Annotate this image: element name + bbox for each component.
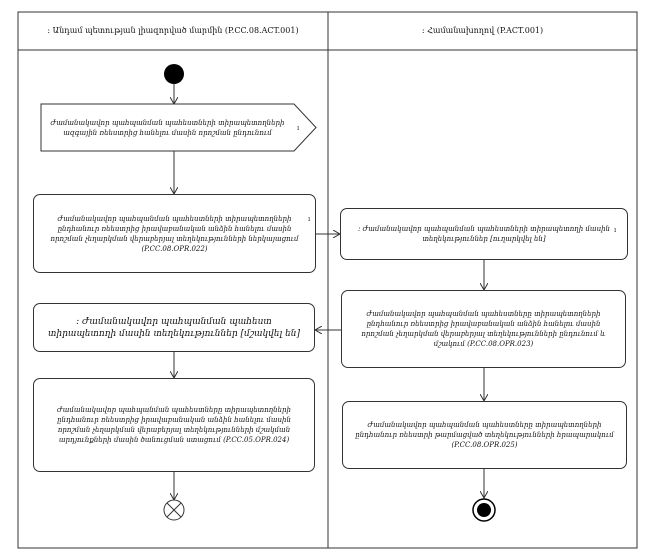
send-info-action: Ժամանակավոր պահպանման պահեստների տիրապետ… bbox=[33, 194, 316, 273]
activity-final-node bbox=[472, 498, 496, 522]
receive-info-tick: ı bbox=[614, 226, 617, 234]
received-back-action: : Ժամանակավոր պահպանման պահեստ տիրապետող… bbox=[33, 303, 315, 352]
flow-final-node bbox=[163, 499, 185, 521]
process-text: Ժամանակավոր պահպանման պահեստները տիրապետ… bbox=[361, 310, 606, 348]
publish-text: Ժամանակավոր պահպանման պահեստները տիրապետ… bbox=[355, 421, 614, 449]
receive-info-action: : Ժամանակավոր պահպանման պահեստների տիրապ… bbox=[340, 208, 628, 260]
initial-node bbox=[164, 64, 184, 84]
receive-info-text: : Ժամանակավոր պահպանման պահեստների տիրապ… bbox=[358, 225, 610, 243]
send-request-text: Ժամանակավոր պահպանման պահեստների տիրապետ… bbox=[50, 118, 285, 137]
receive-notify-action: Ժամանակավոր պահպանման պահեստները տիրապետ… bbox=[33, 378, 315, 472]
received-back-text: : Ժամանակավոր պահպանման պահեստ տիրապետող… bbox=[48, 316, 300, 339]
send-info-tick: ı bbox=[308, 215, 311, 223]
send-request-action: Ժամանակավոր պահպանման պահեստների տիրապետ… bbox=[41, 104, 294, 151]
send-info-text: Ժամանակավոր պահպանման պահեստների տիրապետ… bbox=[50, 214, 299, 253]
lane-title-authority: : Անդամ պետության լիազորված մարմին (P.CC… bbox=[47, 26, 299, 35]
publish-action: Ժամանակավոր պահպանման պահեստները տիրապետ… bbox=[342, 401, 627, 469]
send-request-tick: ı bbox=[297, 124, 300, 132]
process-action: Ժամանակավոր պահպանման պահեստները տիրապետ… bbox=[341, 290, 626, 368]
send-signal-shape bbox=[40, 103, 317, 152]
receive-notify-text: Ժամանակավոր պահպանման պահեստները տիրապետ… bbox=[57, 406, 291, 444]
lane-title-commission: : Համանախողով (P.ACT.001) bbox=[421, 26, 544, 35]
